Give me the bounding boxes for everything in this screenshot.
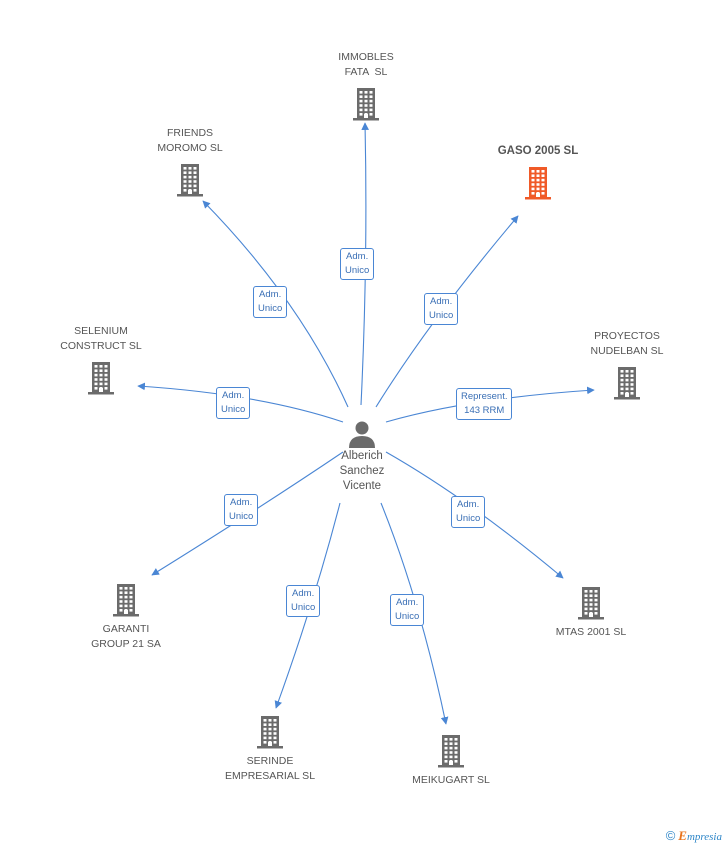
relation-tag-gaso[interactable]: Adm. Unico [424,293,459,325]
relation-tag-meikugart[interactable]: Adm. Unico [390,594,425,626]
building-icon [614,367,640,400]
building-icon [438,735,464,768]
building-icon [113,584,139,617]
company-node-mtas[interactable]: MTAS 2001 SL [536,585,646,640]
company-node-immobles[interactable]: IMMOBLES FATA SL [316,50,416,122]
company-label: MTAS 2001 SL [555,626,627,638]
edge-friends [202,200,349,408]
company-label: FRIENDS MOROMO SL [157,127,223,154]
relation-tag-serinde[interactable]: Adm. Unico [286,585,321,617]
building-icon [525,167,551,200]
relation-tag-friends[interactable]: Adm. Unico [253,286,288,318]
company-label: SERINDE EMPRESARIAL SL [224,755,316,782]
building-icon [257,716,283,749]
brand-logo: ©Empresia [666,828,722,844]
company-label: SELENIUM CONSTRUCT SL [60,325,142,352]
copyright-icon: © [665,828,676,843]
relation-tag-garanti[interactable]: Adm. Unico [224,494,259,526]
company-node-meikugart[interactable]: MEIKUGART SL [396,733,506,788]
company-node-friends[interactable]: FRIENDS MOROMO SL [138,126,242,198]
building-icon [353,88,379,121]
company-label: GARANTI GROUP 21 SA [91,623,161,650]
relation-tag-selenium[interactable]: Adm. Unico [216,387,251,419]
person-label: Alberich Sanchez Vicente [339,450,385,492]
relation-tag-immobles[interactable]: Adm. Unico [340,248,375,280]
company-label: GASO 2005 SL [497,145,579,157]
company-label: PROYECTOS NUDELBAN SL [590,330,664,357]
person-node[interactable]: Alberich Sanchez Vicente [322,419,402,494]
building-icon [88,362,114,395]
company-node-serinde[interactable]: SERINDE EMPRESARIAL SL [212,714,328,784]
company-label: MEIKUGART SL [412,774,490,786]
company-label: IMMOBLES FATA SL [338,51,394,78]
building-icon [177,164,203,197]
edge-selenium [137,382,344,423]
company-node-selenium[interactable]: SELENIUM CONSTRUCT SL [46,324,156,396]
relation-tag-mtas[interactable]: Adm. Unico [451,496,486,528]
company-node-garanti[interactable]: GARANTI GROUP 21 SA [74,582,178,652]
company-node-proyectos[interactable]: PROYECTOS NUDELBAN SL [572,329,682,401]
person-icon [349,421,375,448]
relation-tag-proyectos[interactable]: Represent. 143 RRM [456,388,513,420]
brand-name: mpresia [686,831,722,843]
building-icon [578,587,604,620]
brand-initial: E [678,828,687,843]
company-node-gaso[interactable]: GASO 2005 SL [476,144,600,201]
